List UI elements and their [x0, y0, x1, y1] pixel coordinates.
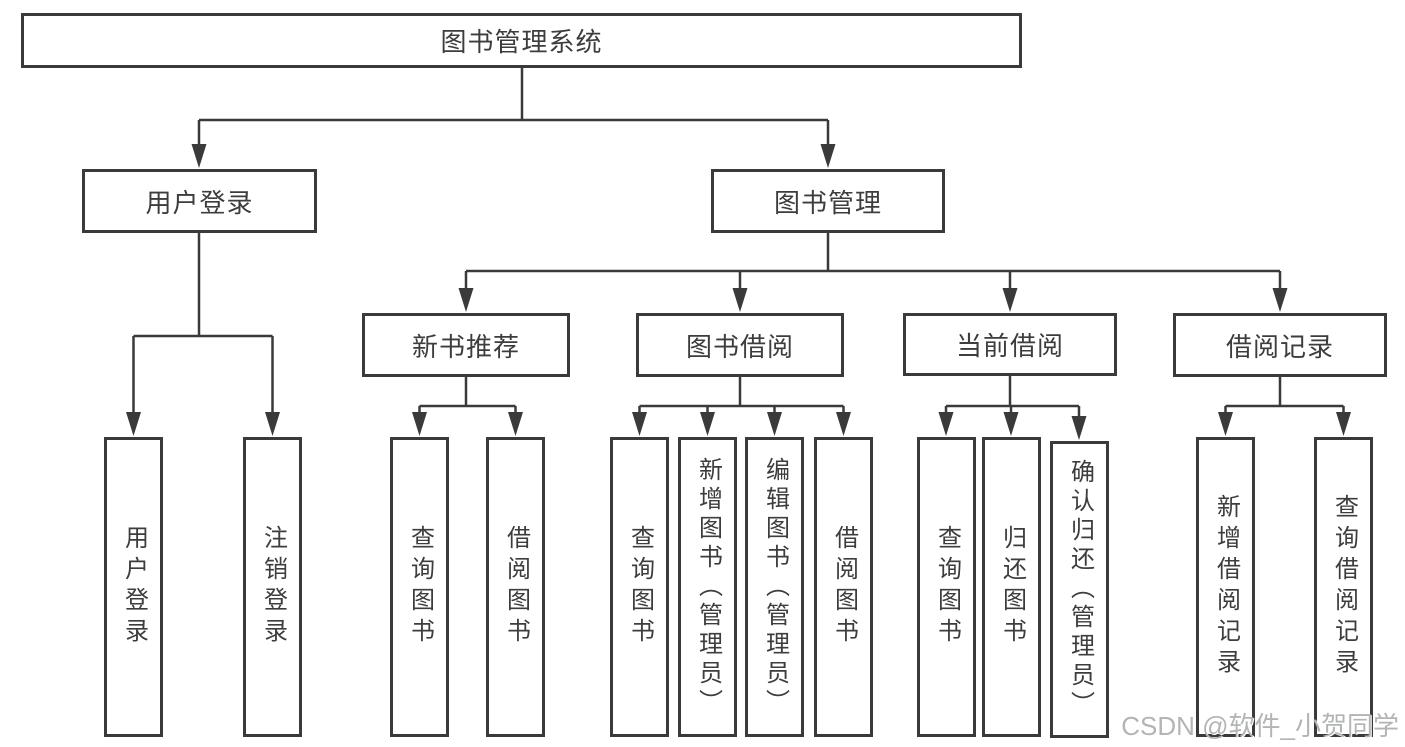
- leaf-return-books: 归还图书: [982, 437, 1041, 737]
- node-label: 借阅记录: [1225, 331, 1334, 362]
- node-label: 查询图书: [406, 525, 434, 649]
- node-user-login: 用户登录: [82, 169, 317, 233]
- node-label: 查询图书: [626, 525, 654, 649]
- leaf-query-books-borrowing: 查询图书: [610, 437, 669, 737]
- node-new-book-recommendation: 新书推荐: [362, 313, 570, 377]
- node-label: 新增借阅记录: [1212, 494, 1240, 680]
- node-label: 确认归还（管理员）: [1066, 459, 1094, 720]
- leaf-edit-books-admin: 编辑图书（管理员）: [745, 437, 804, 737]
- node-label: 归还图书: [998, 525, 1026, 649]
- leaf-add-borrow-record: 新增借阅记录: [1196, 437, 1255, 737]
- node-book-borrowing: 图书借阅: [636, 313, 844, 377]
- node-label: 注销登录: [259, 525, 287, 649]
- leaf-borrow-books-borrowing: 借阅图书: [814, 437, 873, 737]
- leaf-confirm-return-admin: 确认归还（管理员）: [1050, 441, 1109, 738]
- node-label: 借阅图书: [830, 525, 858, 649]
- node-label: 用户登录: [120, 525, 148, 649]
- leaf-user-login: 用户登录: [104, 437, 163, 737]
- node-label: 查询图书: [933, 525, 961, 649]
- node-library-system: 图书管理系统: [21, 13, 1022, 68]
- arrowheads: [126, 144, 1351, 440]
- node-label: 用户登录: [145, 187, 254, 218]
- node-borrowing-records: 借阅记录: [1173, 313, 1387, 377]
- leaf-query-borrow-record: 查询借阅记录: [1314, 437, 1373, 737]
- leaf-add-books-admin: 新增图书（管理员）: [678, 437, 737, 737]
- node-label: 图书借阅: [685, 331, 794, 362]
- node-label: 借阅图书: [502, 525, 530, 649]
- node-label: 当前借阅: [955, 331, 1064, 361]
- node-label: 图书管理: [773, 187, 882, 218]
- node-label: 新增图书（管理员）: [694, 456, 722, 718]
- node-label: 图书管理系统: [440, 27, 603, 57]
- node-current-borrowing: 当前借阅: [903, 313, 1117, 376]
- node-book-management: 图书管理: [711, 169, 945, 233]
- node-label: 查询借阅记录: [1330, 494, 1358, 680]
- leaf-borrow-books-recommend: 借阅图书: [486, 437, 545, 737]
- leaf-query-books-recommend: 查询图书: [390, 437, 449, 737]
- leaf-logout: 注销登录: [243, 437, 302, 737]
- node-label: 编辑图书（管理员）: [761, 456, 789, 718]
- node-label: 新书推荐: [411, 331, 520, 362]
- leaf-query-books-current: 查询图书: [917, 437, 976, 737]
